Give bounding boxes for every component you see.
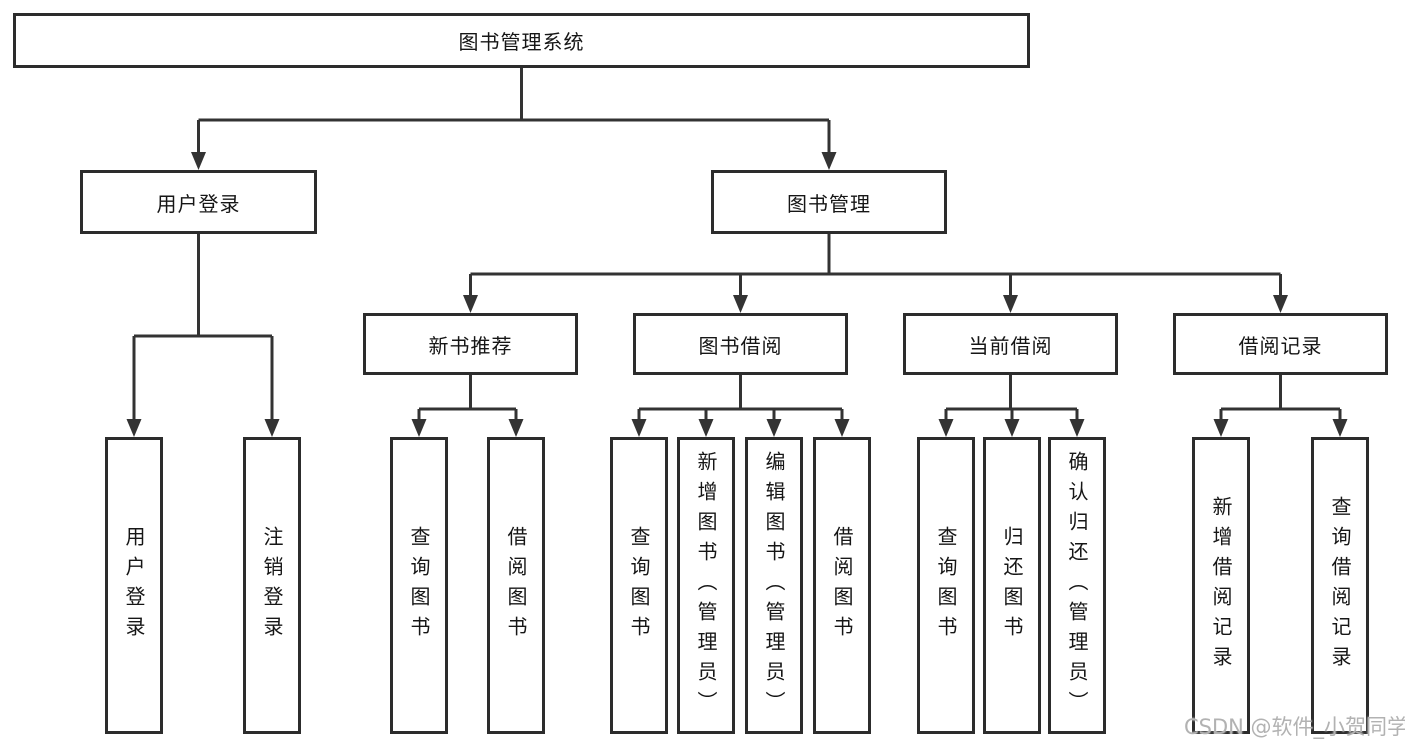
leaf-add-borrow-record: 新增借阅记录 [1192,437,1250,734]
leaf-query-books-recommend: 查询图书 [390,437,448,734]
leaf-query-books-borrow: 查询图书 [610,437,668,734]
leaf-add-books-admin: 新增图书（管理员） [677,437,735,734]
leaf-query-books-borrow-label: 查询图书 [627,525,651,646]
leaf-confirm-return-admin-label: 确认归还（管理员） [1065,450,1089,721]
leaf-borrow-books-label: 借阅图书 [830,525,854,646]
node-borrowing-records: 借阅记录 [1173,313,1388,375]
node-book-borrowing: 图书借阅 [633,313,848,375]
leaf-edit-books-admin: 编辑图书（管理员） [745,437,803,734]
leaf-logout-login-label: 注销登录 [260,525,284,646]
leaf-add-borrow-record-label: 新增借阅记录 [1209,495,1233,676]
leaf-borrow-books-recommend-label: 借阅图书 [504,525,528,646]
leaf-query-books-current: 查询图书 [917,437,975,734]
node-book-management: 图书管理 [711,170,947,234]
node-library-management-system: 图书管理系统 [13,13,1030,68]
leaf-user-login: 用户登录 [105,437,163,734]
leaf-return-books-label: 归还图书 [1000,525,1024,646]
leaf-borrow-books-recommend: 借阅图书 [487,437,545,734]
leaf-query-books-recommend-label: 查询图书 [407,525,431,646]
node-user-login: 用户登录 [80,170,317,234]
leaf-user-login-label: 用户登录 [122,525,146,646]
leaf-confirm-return-admin: 确认归还（管理员） [1048,437,1106,734]
node-new-book-recommendation: 新书推荐 [363,313,578,375]
csdn-watermark: CSDN @软件_小贺同学 [1184,715,1405,739]
leaf-query-borrow-record-label: 查询借阅记录 [1328,495,1352,676]
leaf-borrow-books: 借阅图书 [813,437,871,734]
leaf-query-books-current-label: 查询图书 [934,525,958,646]
node-current-borrowing: 当前借阅 [903,313,1118,375]
leaf-add-books-admin-label: 新增图书（管理员） [694,450,718,721]
leaf-edit-books-admin-label: 编辑图书（管理员） [762,450,786,721]
leaf-logout-login: 注销登录 [243,437,301,734]
leaf-query-borrow-record: 查询借阅记录 [1311,437,1369,734]
leaf-return-books: 归还图书 [983,437,1041,734]
